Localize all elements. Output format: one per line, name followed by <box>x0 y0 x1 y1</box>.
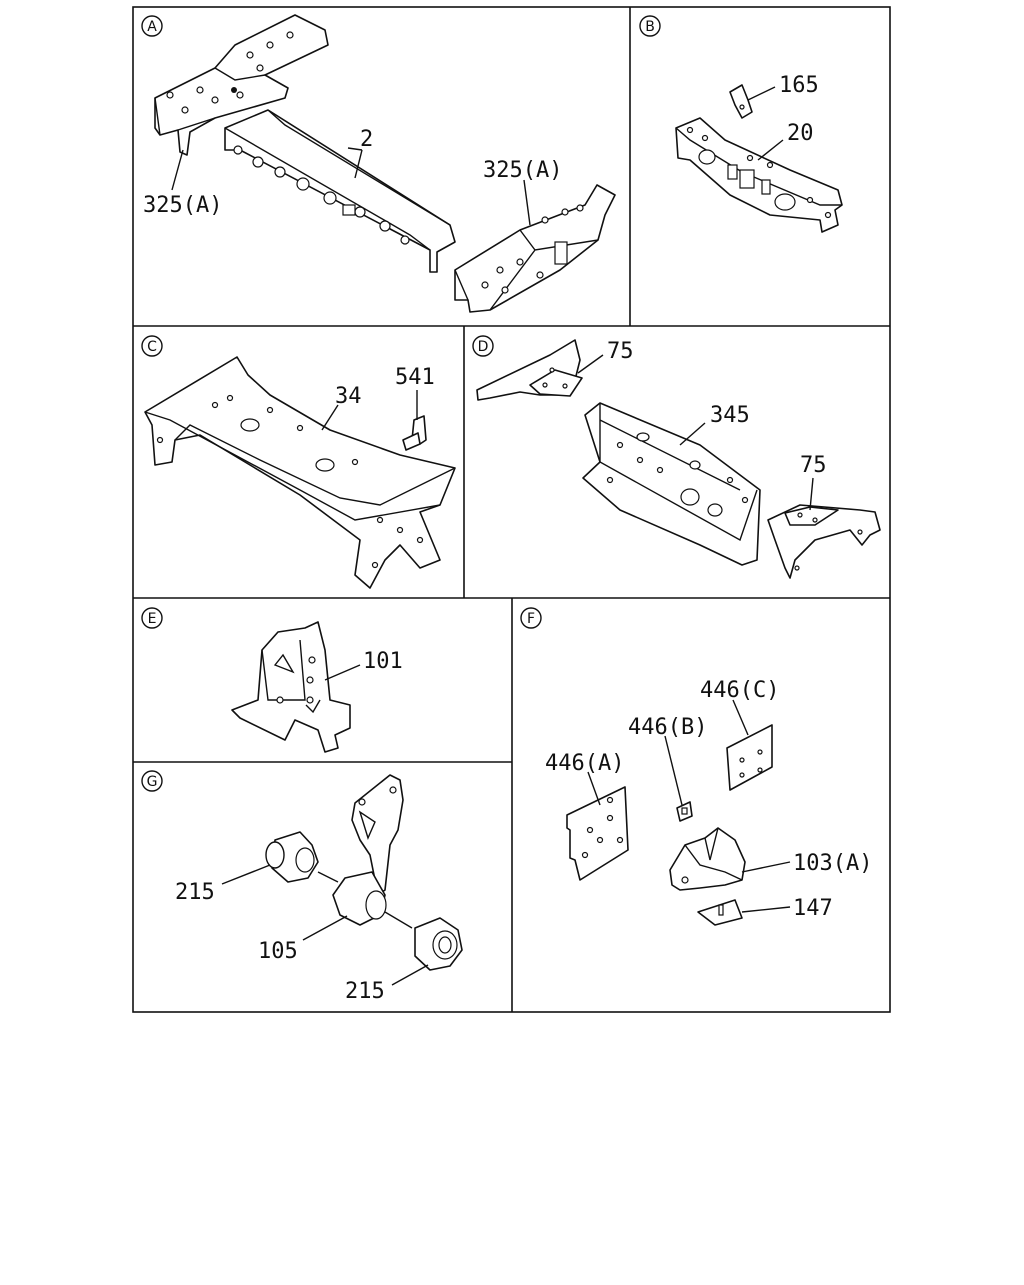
mount-101 <box>231 621 351 753</box>
panel-c-callouts: 34 541 <box>321 365 435 431</box>
callout-325a-right: 325(A) <box>483 158 562 183</box>
callout-541: 541 <box>395 365 435 390</box>
panel-g-marker: G <box>141 770 163 792</box>
bracket-165 <box>729 84 753 119</box>
crossmember-20 <box>675 117 843 233</box>
plate-446c <box>726 724 773 791</box>
panel-e-drawing <box>231 621 351 753</box>
panel-f-letter: F <box>527 611 535 627</box>
panel-a-letter: A <box>147 19 157 35</box>
callout-325a-left: 325(A) <box>143 193 222 218</box>
callout-147: 147 <box>793 896 833 921</box>
panel-g-callouts: 215 105 215 <box>175 864 429 1004</box>
panel-e-letter: E <box>148 611 157 627</box>
panel-d-letter: D <box>478 339 489 355</box>
callout-446c: 446(C) <box>700 678 779 703</box>
panel-c-drawing <box>144 356 456 589</box>
panel-b-drawing <box>675 84 843 233</box>
panel-d-callouts: 75 345 75 <box>577 339 827 511</box>
callout-103a: 103(A) <box>793 851 872 876</box>
callout-75-left: 75 <box>607 339 634 364</box>
panel-a-drawing <box>154 14 616 313</box>
panel-a-marker: A <box>141 15 163 37</box>
callout-105: 105 <box>258 939 298 964</box>
crossmember-2 <box>224 109 456 273</box>
callout-34: 34 <box>335 384 362 409</box>
panel-grid <box>132 6 891 1013</box>
bracket-325a-left <box>154 14 329 156</box>
callout-215-right: 215 <box>345 979 385 1004</box>
panel-g-letter: G <box>147 774 158 790</box>
callout-345: 345 <box>710 403 750 428</box>
panel-e-callouts: 101 <box>324 649 403 681</box>
bracket-105-upper <box>351 774 404 896</box>
panel-a-callouts: 2 325(A) 325(A) <box>143 127 562 226</box>
callout-446b: 446(B) <box>628 715 707 740</box>
callout-215-left: 215 <box>175 880 215 905</box>
panel-c-marker: C <box>141 335 163 357</box>
callout-446a: 446(A) <box>545 751 624 776</box>
panel-d-marker: D <box>472 335 494 357</box>
callout-75-right: 75 <box>800 453 827 478</box>
panel-g-drawing <box>265 774 463 971</box>
plate-446a <box>566 786 629 881</box>
callout-165: 165 <box>779 73 819 98</box>
callout-2: 2 <box>360 127 373 152</box>
callout-101: 101 <box>363 649 403 674</box>
panel-d-drawing <box>476 339 881 579</box>
panel-c-letter: C <box>147 339 157 355</box>
crossmember-345 <box>582 402 761 566</box>
callout-20: 20 <box>787 121 814 146</box>
panel-f-callouts: 446(C) 446(B) 446(A) 103(A) 147 <box>545 678 872 921</box>
mount-103a <box>669 827 746 891</box>
panel-f-drawing <box>566 724 773 926</box>
crossmember-34 <box>144 356 456 589</box>
panel-b-marker: B <box>639 15 661 37</box>
panel-b-callouts: 165 20 <box>747 73 819 161</box>
panel-e-marker: E <box>141 607 163 629</box>
bracket-325a-right <box>454 184 616 313</box>
panel-b-letter: B <box>645 19 655 35</box>
panel-f-marker: F <box>520 607 542 629</box>
